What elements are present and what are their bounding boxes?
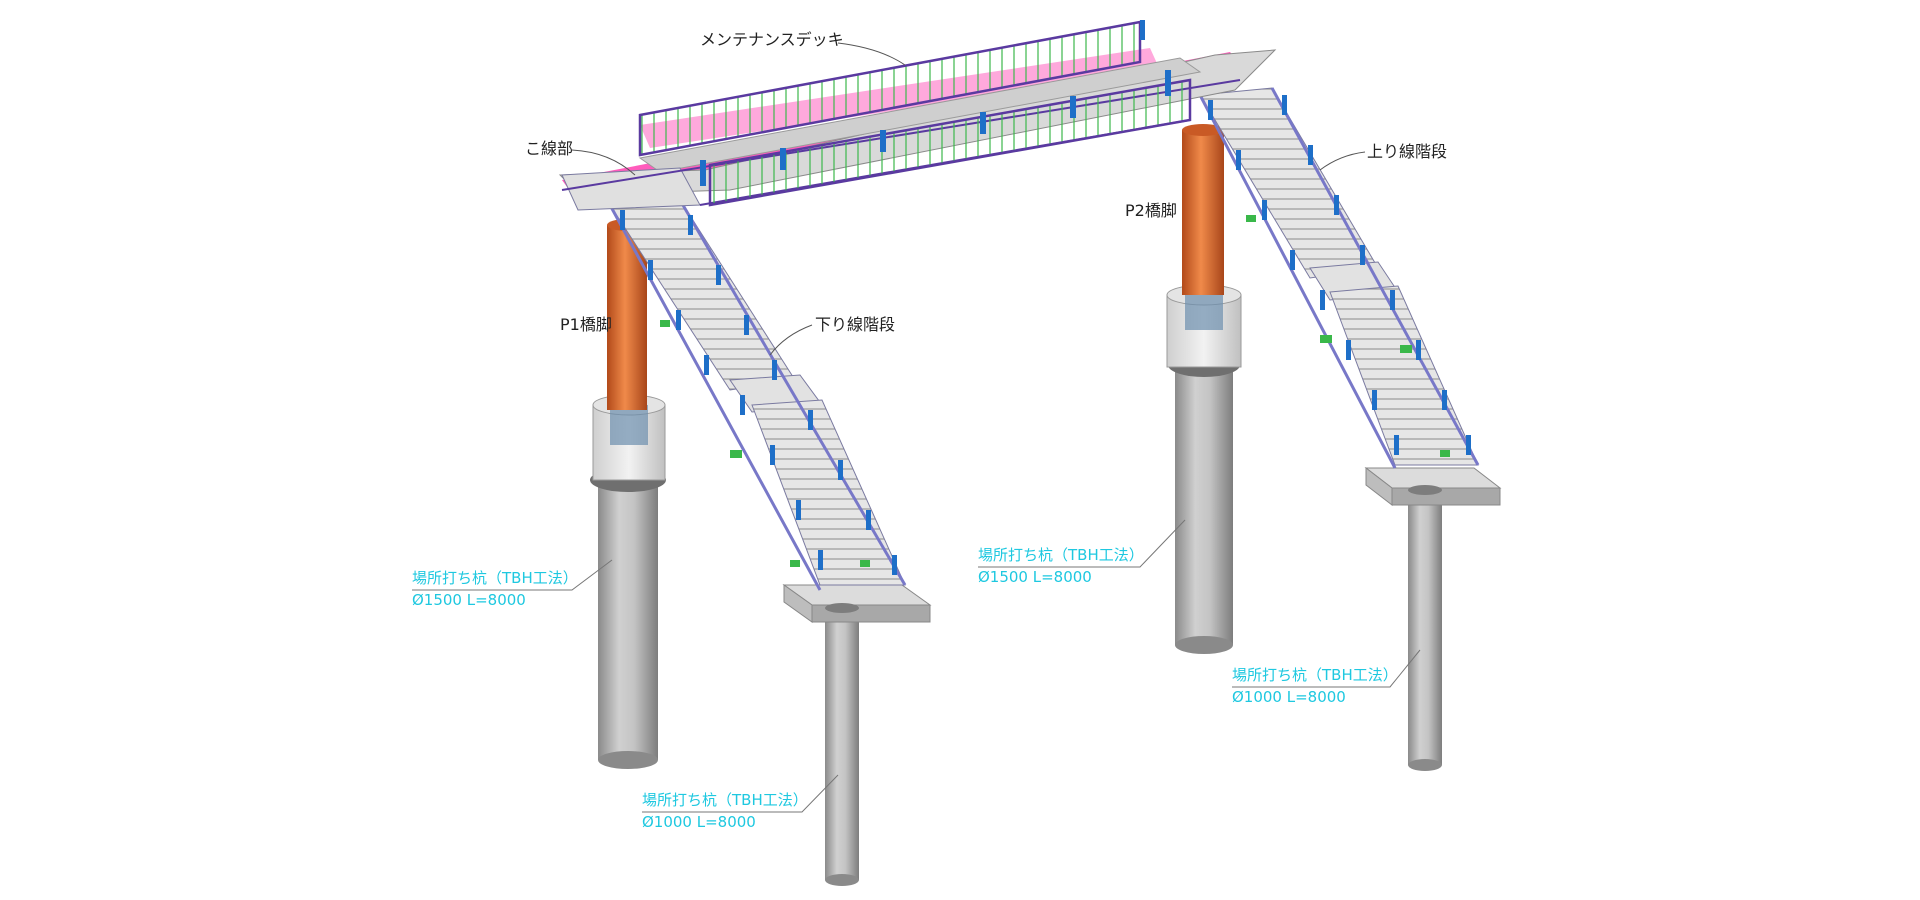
up-stairs	[1198, 87, 1480, 469]
svg-text:場所打ち杭（TBH工法）: 場所打ち杭（TBH工法）	[978, 546, 1144, 564]
svg-text:場所打ち杭（TBH工法）: 場所打ち杭（TBH工法）	[642, 791, 808, 809]
pier-p2	[1182, 124, 1224, 295]
pile-p1	[590, 468, 666, 769]
pile-cap-p2	[1166, 284, 1242, 368]
svg-text:場所打ち杭（TBH工法）: 場所打ち杭（TBH工法）	[412, 569, 578, 587]
label-corner-section: こ線部	[525, 139, 636, 176]
svg-text:上り線階段: 上り線階段	[1367, 142, 1447, 161]
label-p2-pier: P2橋脚	[1125, 201, 1177, 220]
label-up-stairs: 上り線階段	[1319, 142, 1447, 171]
footing-down-stair	[782, 584, 932, 623]
svg-text:Ø1500 L=8000: Ø1500 L=8000	[978, 568, 1092, 586]
svg-text:Ø1500 L=8000: Ø1500 L=8000	[412, 591, 526, 609]
svg-text:こ線部: こ線部	[525, 139, 573, 158]
footing-up-stair	[1364, 466, 1502, 507]
pile-p2	[1168, 353, 1240, 654]
pile-annotation-down-stair: 場所打ち杭（TBH工法） Ø1000 L=8000	[642, 774, 839, 831]
label-maintenance-deck: メンテナンスデッキ	[700, 30, 906, 66]
svg-text:P1橋脚: P1橋脚	[560, 315, 612, 334]
pile-cap-p1	[592, 394, 666, 481]
svg-text:場所打ち杭（TBH工法）: 場所打ち杭（TBH工法）	[1232, 666, 1398, 684]
pile-up-stair-base	[1408, 495, 1442, 771]
maintenance-deck	[638, 20, 1192, 207]
pile-annotation-p1: 場所打ち杭（TBH工法） Ø1500 L=8000	[412, 559, 613, 609]
pile-annotation-p2: 場所打ち杭（TBH工法） Ø1500 L=8000	[978, 519, 1186, 586]
svg-text:下り線階段: 下り線階段	[815, 315, 895, 334]
pile-annotation-up-stair: 場所打ち杭（TBH工法） Ø1000 L=8000	[1232, 649, 1421, 706]
down-stairs	[608, 199, 907, 591]
svg-text:Ø1000 L=8000: Ø1000 L=8000	[642, 813, 756, 831]
label-down-stairs: 下り線階段	[769, 315, 895, 356]
svg-text:P2橋脚: P2橋脚	[1125, 201, 1177, 220]
svg-text:メンテナンスデッキ: メンテナンスデッキ	[700, 30, 844, 49]
svg-text:Ø1000 L=8000: Ø1000 L=8000	[1232, 688, 1346, 706]
pile-down-stair-base	[825, 615, 859, 886]
label-p1-pier: P1橋脚	[560, 315, 612, 334]
